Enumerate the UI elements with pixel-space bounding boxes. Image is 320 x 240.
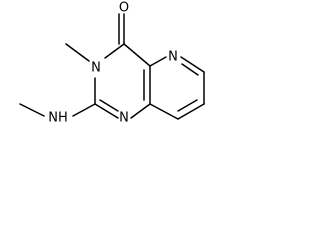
bond-c2-n1 <box>94 103 119 119</box>
molecule-structure-diagram: O N N N NH <box>19 1 205 126</box>
atom-n5: N <box>168 50 178 65</box>
bond-n5-c6 <box>180 56 205 73</box>
bond-n1-c8a <box>130 103 151 119</box>
bond-c8-c8a <box>149 103 179 120</box>
bond-c2-nh <box>72 103 96 117</box>
atom-labels: O N N N NH <box>48 1 178 126</box>
bond-n5-c6-double <box>181 63 199 76</box>
bond-lines <box>19 13 205 120</box>
atom-n1: N <box>119 111 129 126</box>
bond-c7-c8-double <box>177 99 198 112</box>
bond-n3-methyl <box>65 43 90 62</box>
bond-c4a-n5 <box>149 56 167 67</box>
bond-c4-n3 <box>104 43 125 59</box>
bond-nh-methyl <box>19 103 45 117</box>
atom-n3: N <box>91 61 101 76</box>
bond-c4a-c4 <box>123 43 151 67</box>
atom-nh: NH <box>48 111 68 126</box>
atom-o4: O <box>119 1 129 16</box>
bond-c7-c8 <box>177 103 205 120</box>
bond-c2-n1-double <box>99 99 119 112</box>
